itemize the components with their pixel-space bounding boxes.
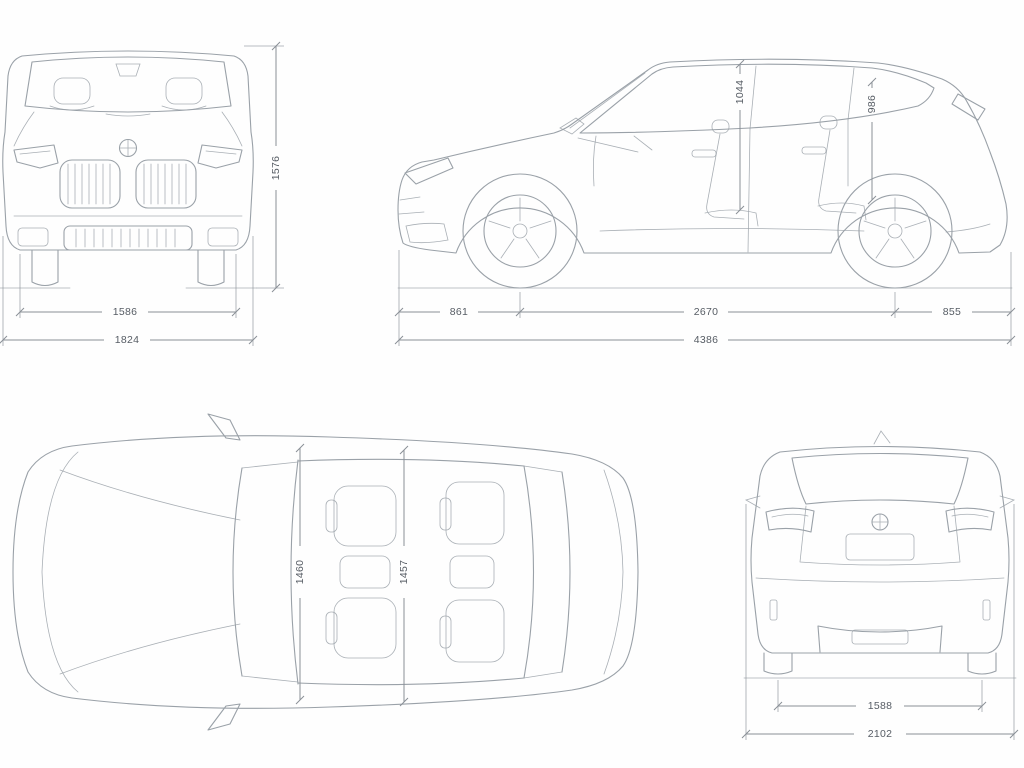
top-view	[12, 413, 639, 731]
antenna-fin	[873, 430, 891, 445]
side-view	[397, 58, 1013, 289]
dim-label-rear-track: 1588	[868, 700, 893, 712]
rear-mirror-stub-left	[744, 495, 761, 509]
front-wheel-left	[31, 249, 59, 287]
dim-label-front-track: 1586	[113, 306, 138, 318]
front-view-dimensions: 1576 1586 1824	[0, 41, 284, 346]
kidney-grille	[59, 159, 197, 209]
front-door-seam	[747, 128, 751, 253]
bmw-roundel-icon	[118, 138, 138, 158]
dim-label-front-interior-width: 1460	[294, 560, 306, 585]
door-handle-front	[691, 149, 717, 158]
dim-label-wheelbase: 2670	[694, 306, 719, 318]
rear-window	[791, 452, 969, 505]
rear-bumper-inner	[603, 469, 624, 675]
b-pillar	[749, 65, 757, 130]
dim-label-rear-interior-height: 986	[866, 95, 878, 113]
side-headlight	[404, 157, 454, 185]
side-vent-left	[17, 227, 49, 247]
reflector-right	[982, 599, 991, 621]
dim-label-front-height: 1576	[270, 156, 282, 181]
dashboard-line	[577, 135, 653, 153]
dim-label-front-overall-width: 1824	[115, 334, 140, 346]
headrest-right	[165, 77, 203, 105]
c-pillar	[847, 67, 855, 121]
front-bumper-inner	[41, 451, 79, 693]
taillight-side	[951, 93, 986, 121]
roof-front-edge	[290, 459, 299, 685]
top-body-outline	[12, 435, 639, 709]
taillight-rear-left	[765, 507, 815, 533]
rear-wheel-right	[967, 652, 997, 675]
seat-tops	[49, 105, 207, 111]
interior-rear-seat	[817, 115, 867, 221]
front-seats-plan	[325, 485, 397, 659]
dim-label-rear-interior-width: 1457	[398, 560, 410, 585]
front-body-outline	[2, 50, 254, 251]
front-bumper-details	[398, 196, 449, 244]
dim-label-rear-overhang: 855	[943, 306, 961, 318]
bmw-roundel-rear-icon	[871, 513, 889, 531]
mirror-bottom	[207, 703, 241, 731]
rear-mirror-stub-right	[999, 495, 1016, 509]
headlight-left	[13, 144, 59, 169]
license-plate-area	[845, 533, 915, 561]
tailgate-seams	[799, 505, 961, 566]
front-wheel	[462, 173, 578, 289]
dim-label-rear-overall-width: 2102	[868, 728, 893, 740]
side-vent-right	[207, 227, 239, 247]
windshield-base-arc	[232, 467, 243, 677]
rear-view-dimensions: 1588 2102	[741, 504, 1019, 740]
headlight-right	[197, 144, 243, 169]
side-body-outline	[397, 58, 1008, 254]
side-view-dimensions: 1044 986 861 2670 855 4386	[394, 59, 1016, 346]
top-view-dimensions: 1460 1457	[294, 443, 410, 707]
front-view	[0, 50, 257, 289]
rear-wheel-left	[763, 652, 793, 675]
rear-bumper-top	[755, 577, 1005, 583]
rear-seats-plan	[439, 481, 505, 663]
fender-seam	[592, 135, 597, 187]
lower-intake	[63, 225, 193, 251]
door-handle-rear	[801, 146, 827, 155]
dim-label-front-overhang: 861	[450, 306, 468, 318]
rear-body-outline	[750, 445, 1010, 654]
front-wheel-right	[197, 249, 225, 287]
dim-label-overall-length: 4386	[694, 334, 719, 346]
mirror-top	[207, 413, 241, 441]
side-glasshouse	[579, 63, 935, 134]
rear-view	[743, 430, 1017, 679]
headrest-left	[53, 77, 91, 105]
interior-front-seat	[704, 119, 759, 227]
hood-creases	[13, 111, 243, 147]
rearview-mirror	[115, 63, 141, 77]
hood-crease-lines	[59, 469, 241, 675]
rear-window-base	[561, 471, 571, 673]
side-mirror	[559, 117, 585, 135]
rear-window-leading-edge	[523, 465, 535, 679]
character-line	[599, 223, 991, 233]
rear-diffuser	[817, 625, 943, 653]
front-windshield	[24, 56, 232, 113]
windshield-inner-line	[569, 72, 646, 129]
taillight-rear-right	[945, 507, 995, 533]
dim-label-front-interior-height: 1044	[734, 80, 746, 105]
reflector-left	[769, 599, 778, 621]
roof-side-rails	[297, 458, 525, 686]
